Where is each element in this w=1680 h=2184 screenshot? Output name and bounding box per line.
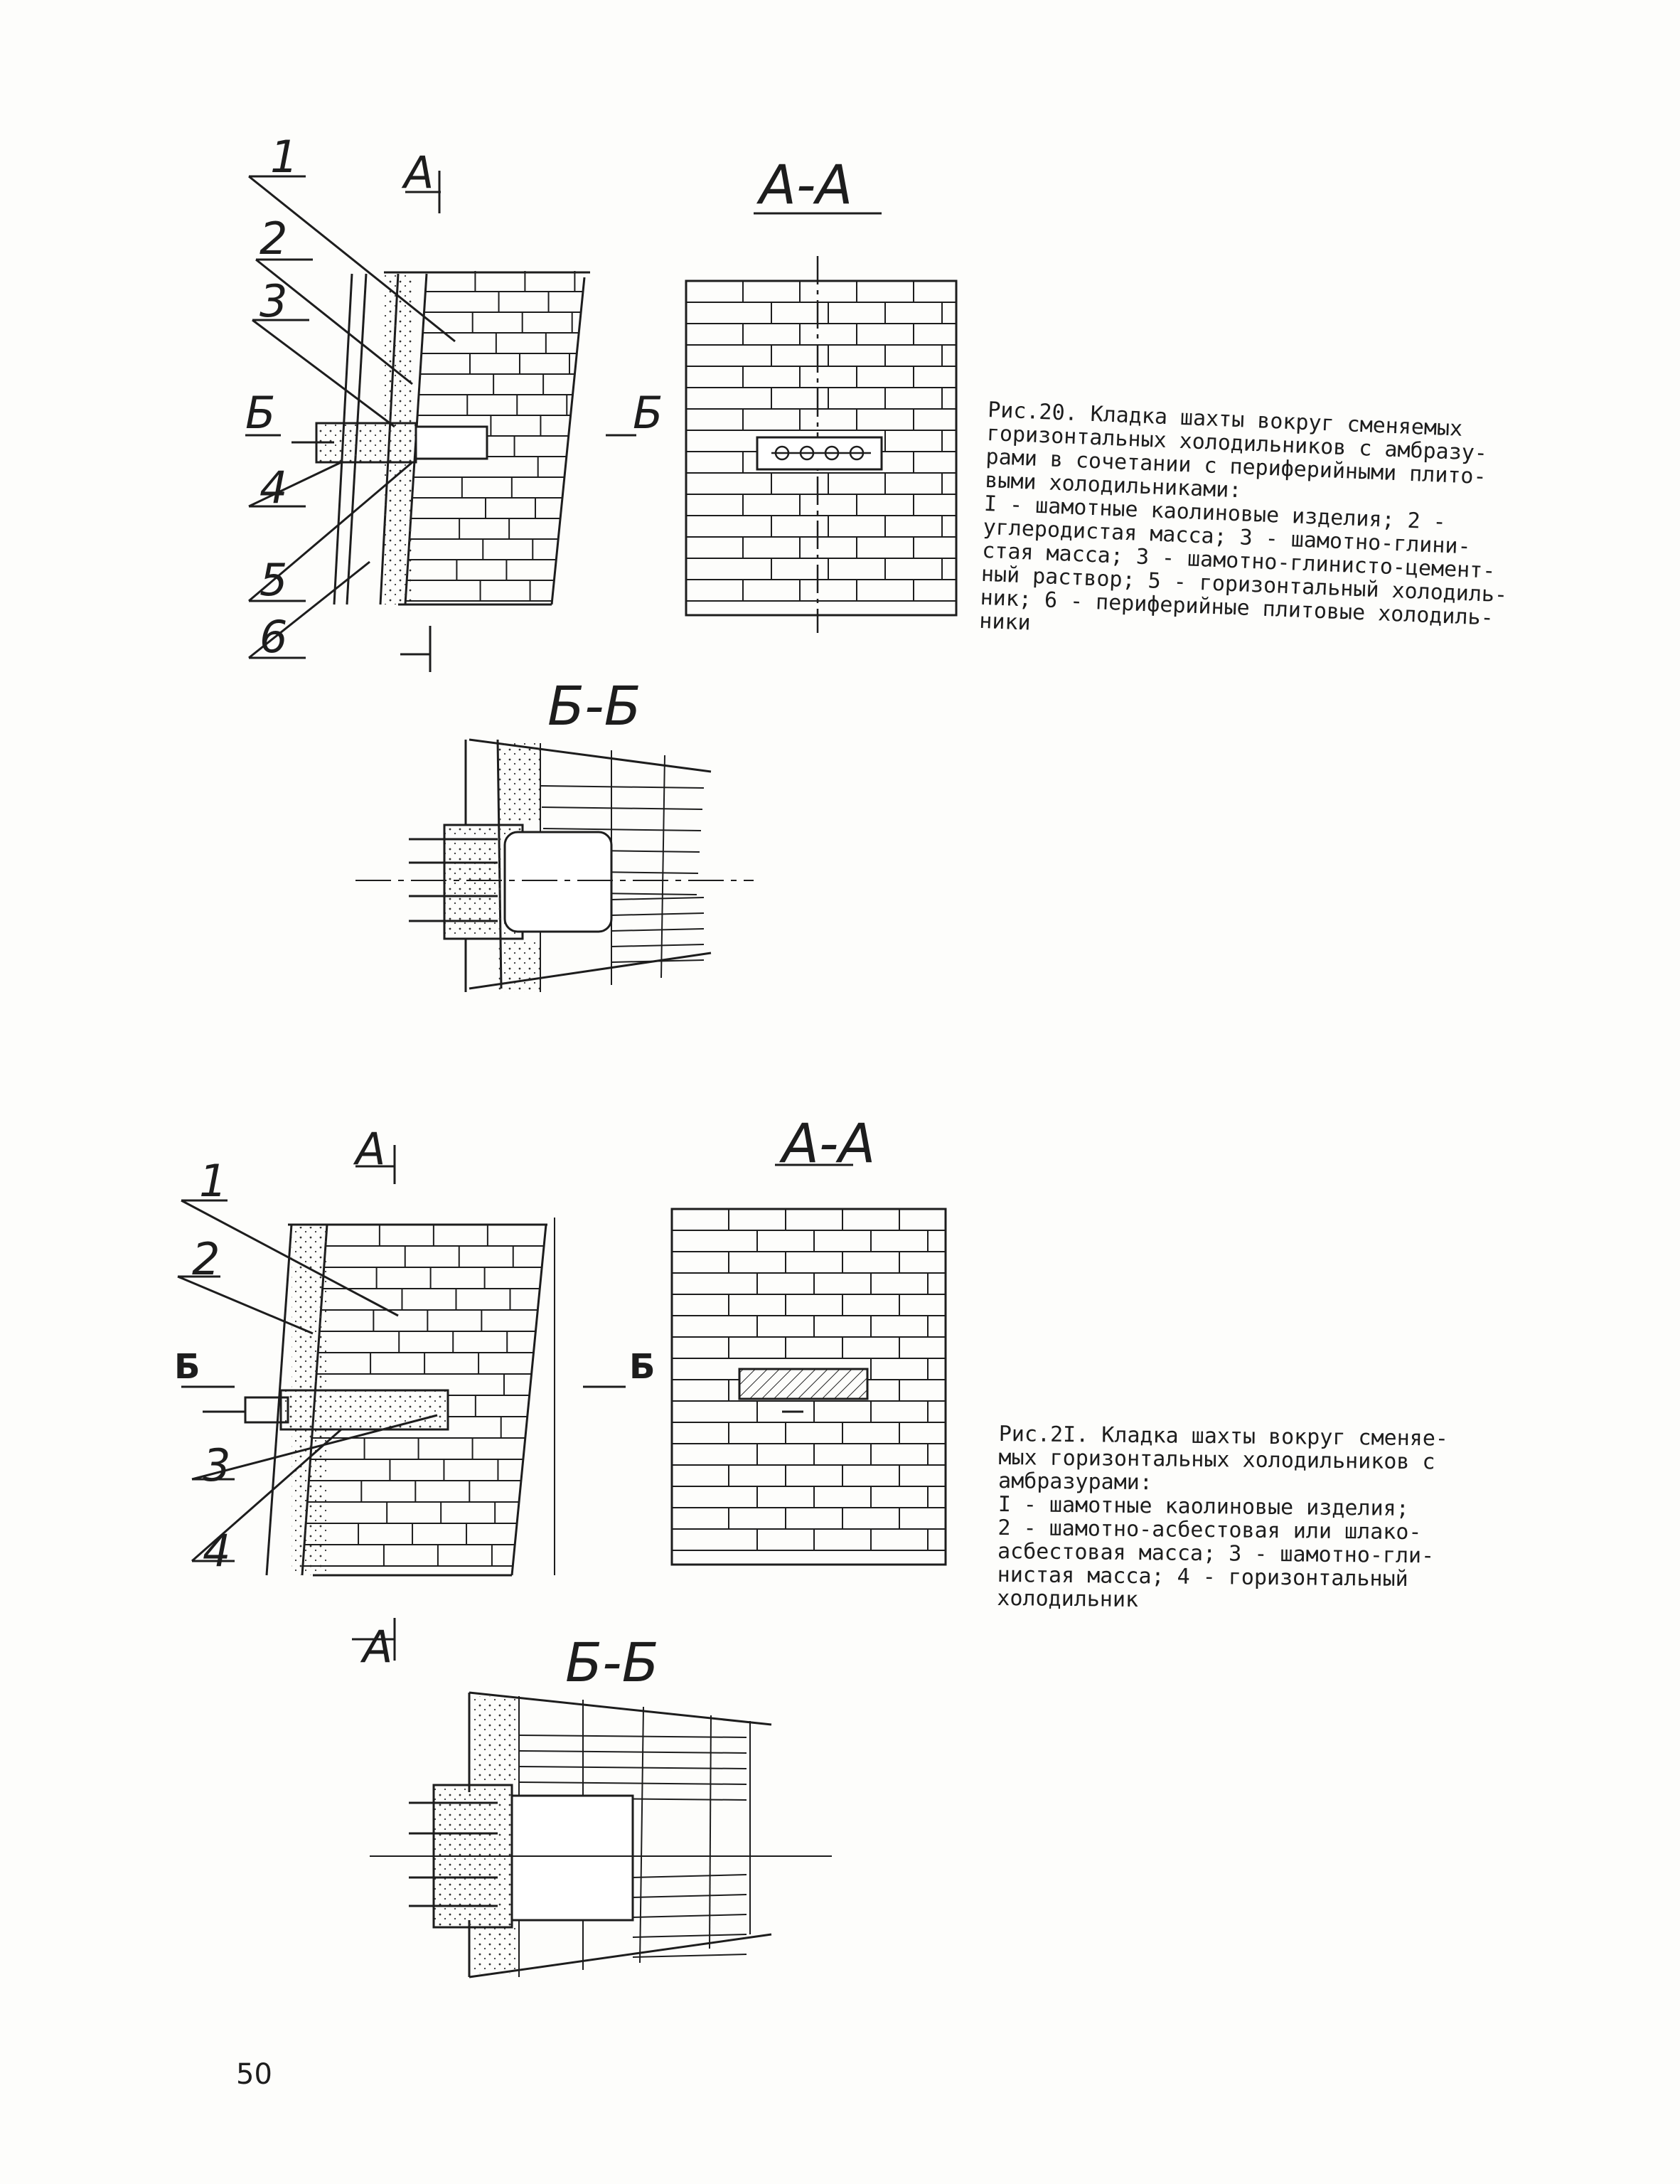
brick-joint: [611, 912, 705, 916]
brick-joint: [632, 1914, 747, 1918]
fig21-section-aa-title: А-А: [782, 1112, 876, 1175]
brick-joint: [518, 1781, 747, 1785]
fig20-section-aa: [685, 212, 958, 633]
fig20-callout-2: 2: [260, 213, 288, 265]
brick-joint: [518, 1735, 747, 1738]
brick-joint: [540, 785, 705, 789]
page-number: 50: [236, 2058, 272, 2091]
brick-joint: [709, 1715, 712, 1949]
fig20-callout-1: 1: [270, 131, 299, 183]
fig20-callout-5: 5: [260, 554, 288, 606]
fig20-section-bb-title: Б-Б: [547, 674, 641, 737]
fig20-callout-6: 6: [260, 611, 288, 663]
fig21-section-b-left: Б: [174, 1347, 200, 1387]
fig20-callout-4: 4: [260, 462, 288, 513]
fig20-caption: Рис.20. Кладка шахты вокруг сменяемых го…: [979, 398, 1514, 654]
fig21-section-a-top: А: [355, 1123, 386, 1175]
brick-joint: [518, 1766, 747, 1769]
brick-joint: [611, 897, 705, 900]
brick-joint: [518, 1750, 747, 1754]
fig20-section-b-right: Б: [633, 387, 663, 439]
fig20-section-bb: [355, 738, 754, 992]
fig21-callout-4: 4: [203, 1525, 231, 1577]
fig21-section-bb: [370, 1691, 832, 1978]
fig21-callout-2: 2: [192, 1233, 220, 1285]
brick-joint: [632, 1874, 747, 1878]
brick-joint: [611, 944, 705, 947]
brick-joint: [541, 806, 703, 810]
brick-joint: [632, 1934, 747, 1938]
fig21-section-b-right: Б: [629, 1347, 656, 1387]
fig21-callout-1: 1: [199, 1155, 228, 1207]
brick-joint: [660, 755, 665, 979]
brick-joint: [632, 1894, 747, 1898]
fig21-callout-3: 3: [203, 1439, 231, 1491]
brick-joint: [611, 928, 705, 932]
brick-joint: [611, 959, 705, 963]
fig21-brick-rows: [302, 1225, 545, 1567]
fig21-elevation: [177, 1145, 803, 1661]
brick-joint: [632, 1954, 747, 1958]
fig21-section-a-bottom: А: [363, 1621, 393, 1673]
fig20-section-aa-title: А-А: [759, 153, 853, 216]
fig20-section-a-marker: А: [404, 147, 434, 198]
fig20-elevation: [245, 171, 636, 672]
fig21-section-aa: [670, 1163, 947, 1566]
fig21-section-bb-title: Б-Б: [565, 1631, 659, 1694]
brick-joint: [639, 1706, 644, 1964]
fig20-section-b-left: Б: [245, 387, 276, 439]
fig21-caption: Рис.2I. Кладка шахты вокруг сменяе- мых …: [997, 1422, 1448, 1615]
brick-joint: [542, 828, 702, 831]
fig20-callout-3: 3: [260, 275, 288, 327]
